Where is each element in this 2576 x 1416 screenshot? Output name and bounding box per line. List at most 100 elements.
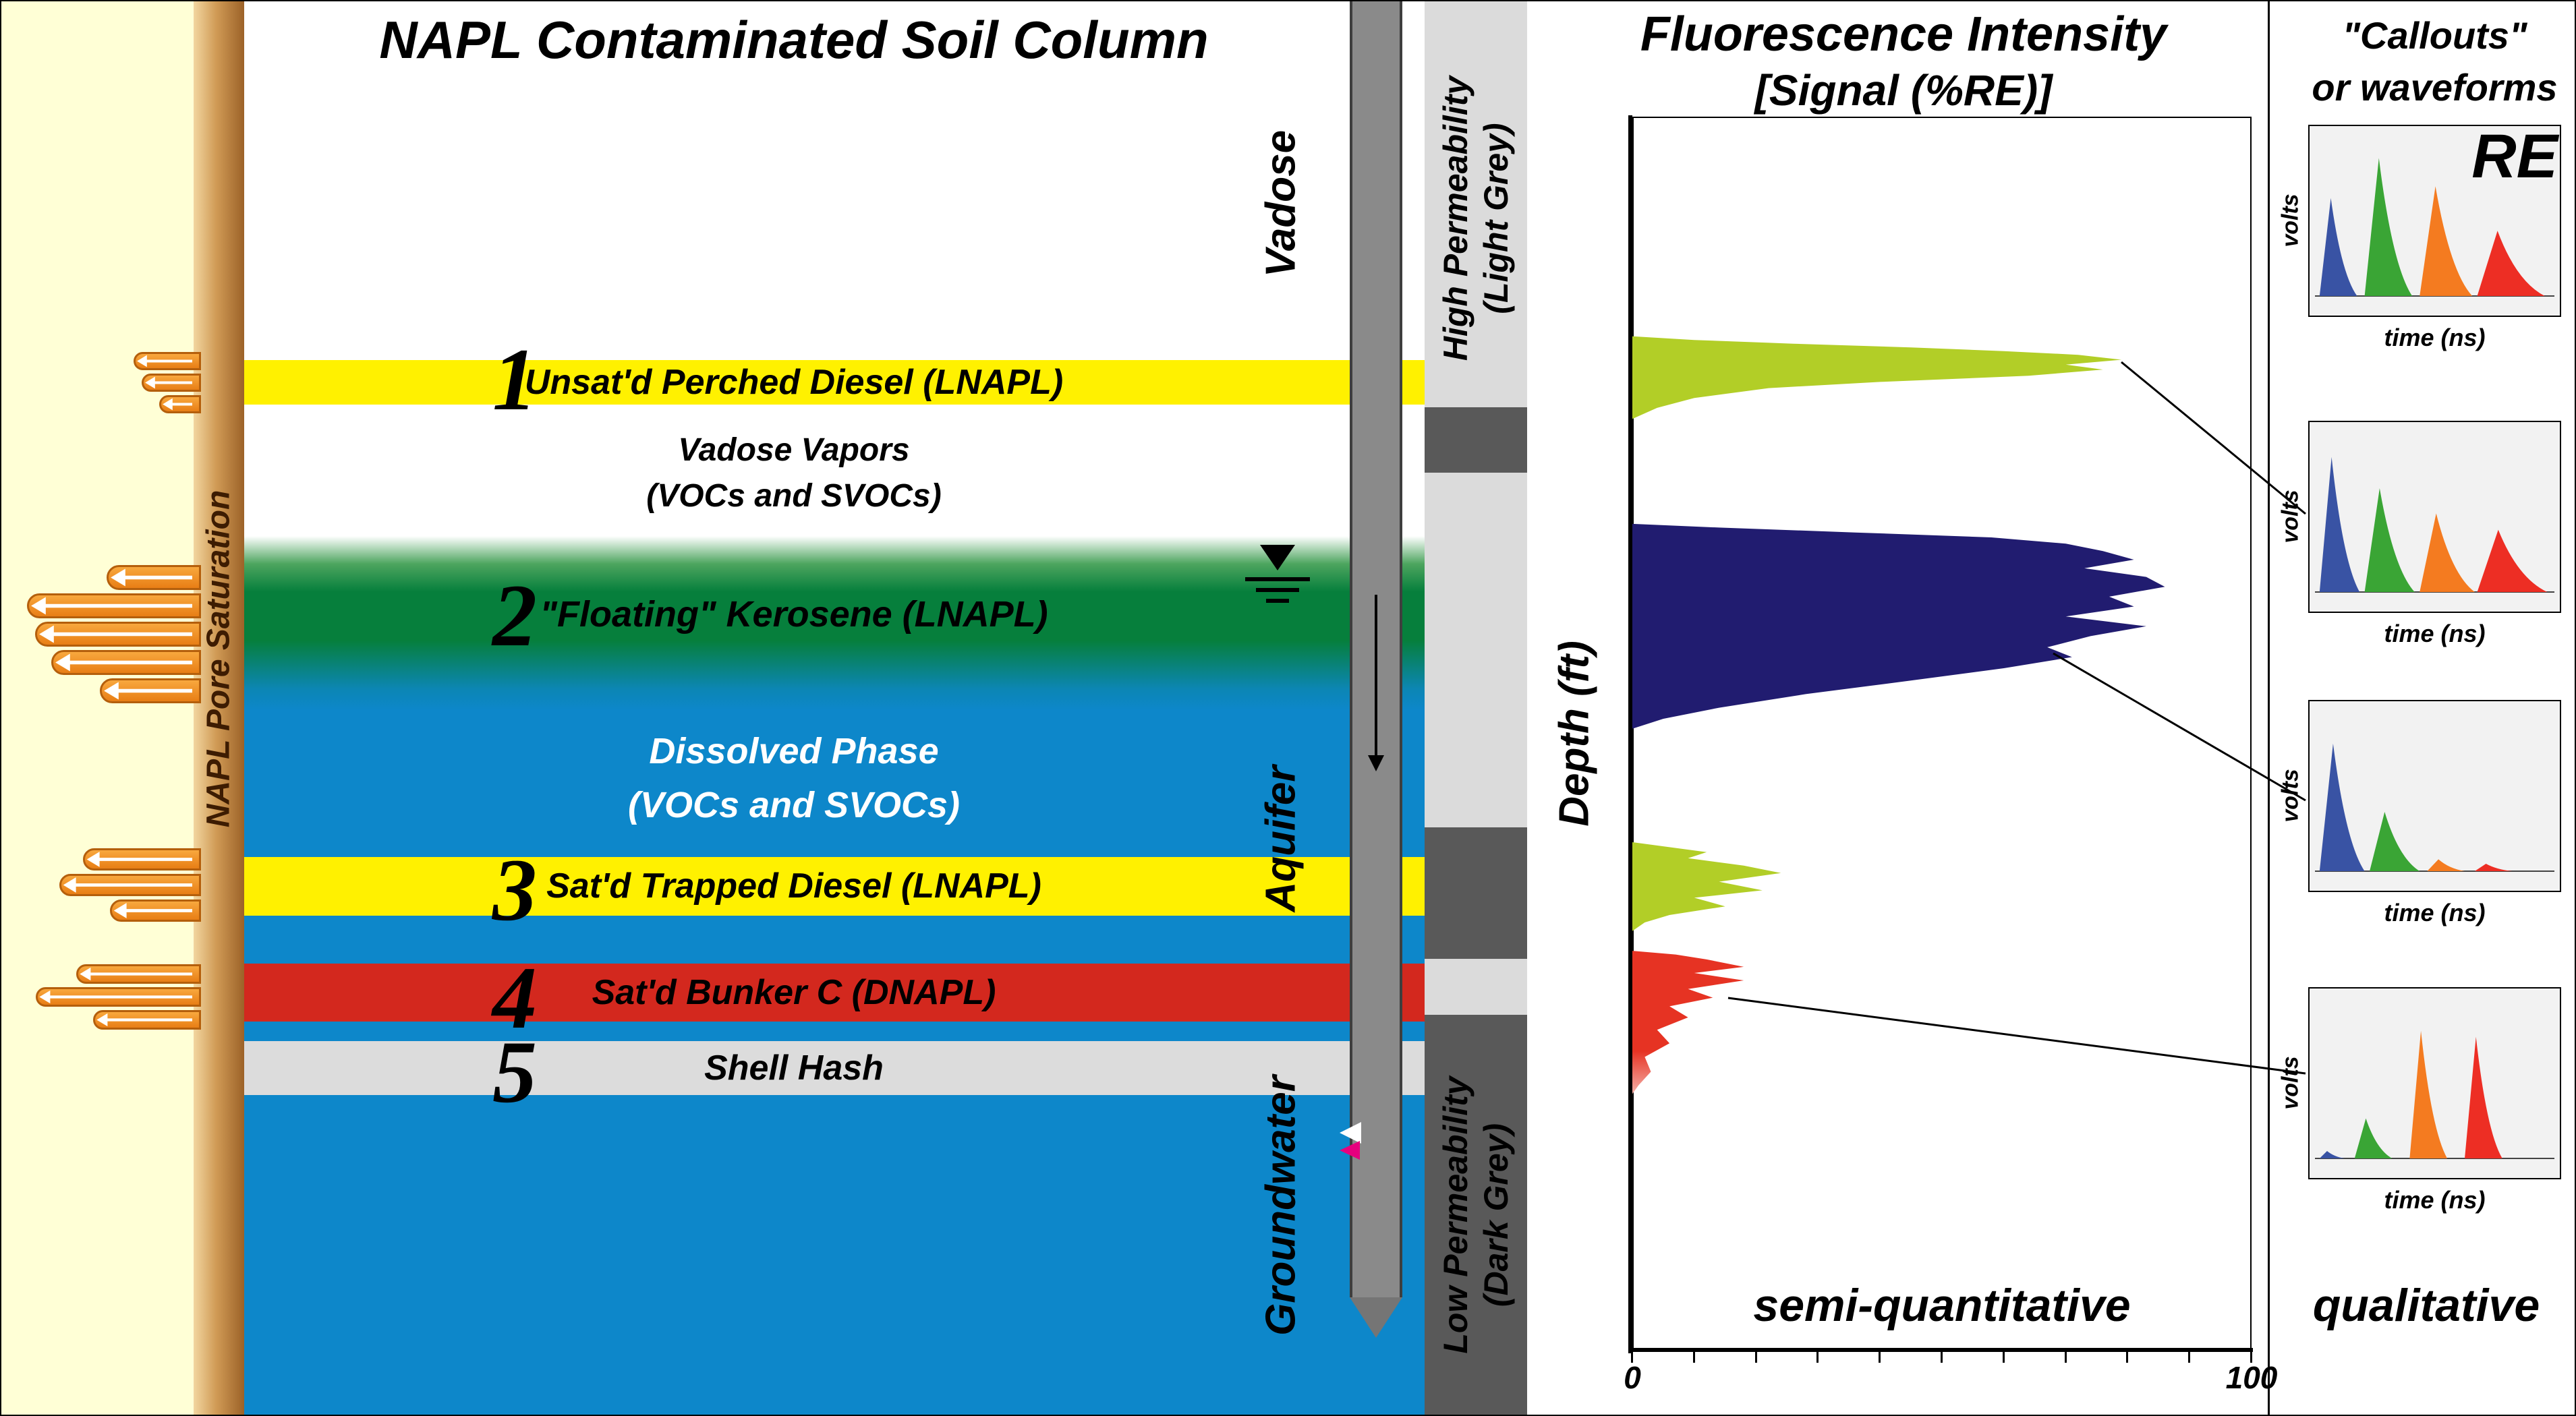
- napl-saturation-lobe: [35, 622, 201, 647]
- x-axis-tick: [1631, 1352, 1633, 1363]
- low-permeability-label: Low Permeability (Dark Grey): [1435, 1076, 1516, 1353]
- waveform-box-4: [2308, 987, 2561, 1179]
- zone-label-vadose: Vadose: [1257, 129, 1305, 278]
- napl-saturation-lobe: [51, 650, 201, 675]
- layer-1-perched-diesel-band: [244, 360, 1425, 405]
- water-table-line3: [1266, 599, 1289, 603]
- left-arrow-icon: [63, 877, 192, 893]
- left-arrow-icon: [104, 682, 192, 700]
- napl-saturation-lobe: [36, 987, 201, 1007]
- low-permeability-line2: (Dark Grey): [1477, 1123, 1515, 1307]
- waveform-plot: [2310, 989, 2560, 1181]
- waveform-peak-green: [2354, 1118, 2393, 1158]
- left-arrow-icon: [163, 398, 192, 411]
- high-permeability-label: High Permeability (Light Grey): [1435, 76, 1516, 361]
- layer-5-number: 5: [492, 1022, 537, 1121]
- waveform-peak-blue: [2319, 743, 2365, 871]
- layer-3-number: 3: [492, 840, 537, 939]
- left-arrow-icon: [137, 355, 192, 367]
- probe-rod: [1350, 1, 1402, 1297]
- callouts-title-line2: or waveforms: [2312, 66, 2558, 109]
- x-axis-tick: [1816, 1352, 1819, 1363]
- chart-subtitle: [Signal (%RE)]: [1754, 66, 2053, 115]
- push-direction-arrowhead-icon: [1368, 755, 1384, 771]
- vadose-vapors-line2: (VOCs and SVOCs): [646, 478, 942, 514]
- waveform-plot: [2310, 701, 2560, 894]
- x-axis-line: [1628, 1348, 2253, 1352]
- x-axis-tick: [2064, 1352, 2067, 1363]
- panel-divider: [2268, 1, 2270, 1415]
- waveform-plot: [2310, 126, 2560, 319]
- push-direction-arrow-icon: [1375, 595, 1377, 757]
- napl-saturation-lobe: [107, 565, 201, 590]
- x-axis-tick: [1692, 1352, 1695, 1363]
- left-arrow-icon: [39, 990, 192, 1004]
- volts-label: volts: [2277, 490, 2303, 543]
- napl-saturation-lobe: [59, 874, 201, 896]
- napl-pore-saturation-strip: [194, 1, 244, 1415]
- fluorescence-profile: [1632, 951, 1744, 1094]
- time-ns-label: time (ns): [2384, 324, 2486, 351]
- waveform-box-3: [2308, 700, 2561, 892]
- waveform-svg: [2315, 743, 2554, 872]
- napl-saturation-lobe: [159, 395, 201, 413]
- high-permeability-line2: (Light Grey): [1477, 123, 1515, 314]
- waveform-peak-orange: [2420, 186, 2473, 296]
- x-axis-tick: [2126, 1352, 2129, 1363]
- waveform-svg: [2315, 456, 2554, 593]
- x-axis-tick: [1941, 1352, 1943, 1363]
- waveform-peak-red: [2465, 1036, 2502, 1158]
- napl-saturation-lobe: [100, 678, 201, 703]
- permeability-dark-segment: [1425, 407, 1527, 473]
- waveform-peak-green: [2364, 158, 2413, 296]
- napl-pore-saturation-label: NAPL Pore Saturation: [200, 490, 237, 828]
- water-table-line2: [1256, 588, 1299, 592]
- vadose-vapors-text: Vadose Vapors (VOCs and SVOCs): [244, 427, 1344, 519]
- waveform-peak-green: [2364, 488, 2415, 592]
- napl-saturation-lobe: [83, 848, 201, 871]
- layer-3-label: Sat'd Trapped Diesel (LNAPL): [546, 866, 1041, 906]
- waveform-box-2: [2308, 421, 2561, 613]
- left-arrow-icon: [80, 967, 192, 981]
- low-permeability-line1: Low Permeability: [1437, 1076, 1475, 1354]
- layer-2-label: "Floating" Kerosene (LNAPL): [540, 594, 1048, 635]
- x-axis-tick: [2002, 1352, 2005, 1363]
- waveform-peak-orange: [2427, 859, 2465, 871]
- high-permeability-line1: High Permeability: [1437, 76, 1475, 361]
- waveform-box-re: [2308, 125, 2561, 317]
- permeability-dark-segment: [1425, 827, 1527, 959]
- depth-axis-label: Depth (ft): [1551, 641, 1598, 827]
- x-axis-tick: [1754, 1352, 1757, 1363]
- dissolved-phase-line2: (VOCs and SVOCs): [627, 785, 961, 825]
- waveform-peak-green: [2370, 812, 2420, 871]
- napl-saturation-lobe: [142, 374, 201, 392]
- water-table-line1: [1245, 577, 1310, 581]
- fluorescence-profile: [1632, 842, 1781, 931]
- fluorescence-profile: [1632, 523, 2165, 729]
- soil-column-title: NAPL Contaminated Soil Column: [379, 10, 1209, 69]
- napl-saturation-lobe: [134, 352, 201, 370]
- time-ns-label: time (ns): [2384, 620, 2486, 647]
- left-arrow-icon: [55, 653, 192, 672]
- zone-label-groundwater: Groundwater: [1257, 1075, 1305, 1336]
- water-table-icon: [1245, 545, 1310, 603]
- callouts-title-line1: "Callouts": [2342, 14, 2527, 57]
- layer-1-number: 1: [492, 330, 537, 429]
- dissolved-phase-line1: Dissolved Phase: [649, 731, 939, 771]
- napl-saturation-lobe: [93, 1010, 201, 1030]
- layer-2-kerosene-band: [244, 536, 1425, 710]
- soil-column: NAPL Contaminated Soil Column 1 2 3 4 5 …: [244, 1, 1425, 1415]
- layer-4-number: 4: [492, 948, 537, 1047]
- x-axis-tick: [1879, 1352, 1881, 1363]
- volts-label: volts: [2277, 1056, 2303, 1110]
- napl-saturation-lobe: [76, 964, 201, 984]
- napl-saturation-lobe: [110, 899, 201, 922]
- sapphire-window-icon: [1340, 1122, 1361, 1144]
- chart-title: Fluorescence Intensity: [1640, 7, 2167, 61]
- layer-2-number: 2: [492, 566, 537, 665]
- volts-label: volts: [2277, 769, 2303, 823]
- napl-saturation-lobe: [27, 593, 201, 618]
- re-label: RE: [2471, 122, 2558, 191]
- x-axis-tick: [2250, 1352, 2252, 1363]
